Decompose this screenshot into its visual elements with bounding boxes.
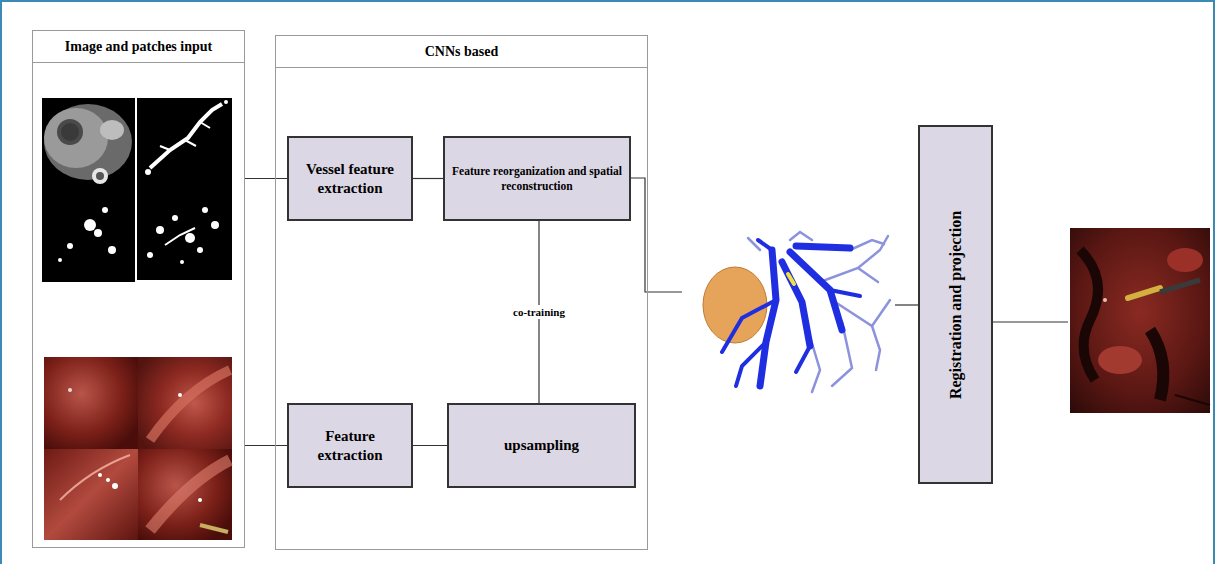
process-box: Feature reorganization and spatial recon… bbox=[443, 136, 631, 221]
process-box: upsampling bbox=[447, 403, 636, 488]
vessel-model bbox=[703, 232, 890, 392]
connector-line bbox=[630, 178, 682, 292]
process-label: Vessel feature extraction bbox=[293, 160, 407, 198]
panel-heading: Image and patches input bbox=[33, 31, 244, 63]
group-panel: Image and patches input bbox=[32, 30, 245, 548]
connector-line bbox=[245, 178, 287, 179]
process-label: Feature extraction bbox=[293, 427, 407, 465]
surgical-photo bbox=[1070, 228, 1210, 413]
connector-line bbox=[895, 304, 918, 305]
process-label: upsampling bbox=[504, 436, 579, 455]
endoscopic-tiles bbox=[44, 357, 232, 540]
connector-line bbox=[413, 178, 443, 179]
ct-tiles bbox=[42, 98, 232, 282]
process-label: Registration and projection bbox=[947, 210, 965, 398]
connector-line bbox=[993, 321, 1068, 322]
edge-label: co-training bbox=[510, 305, 568, 319]
connector-line bbox=[245, 445, 287, 446]
process-box: Registration and projection bbox=[918, 125, 993, 484]
connector-line bbox=[413, 445, 447, 446]
group-panel: CNNs basedVessel feature extractionFeatu… bbox=[275, 35, 648, 550]
process-label: Feature reorganization and spatial recon… bbox=[449, 164, 625, 193]
process-box: Feature extraction bbox=[287, 403, 413, 488]
process-box: Vessel feature extraction bbox=[287, 136, 413, 221]
panel-heading: CNNs based bbox=[276, 36, 647, 68]
